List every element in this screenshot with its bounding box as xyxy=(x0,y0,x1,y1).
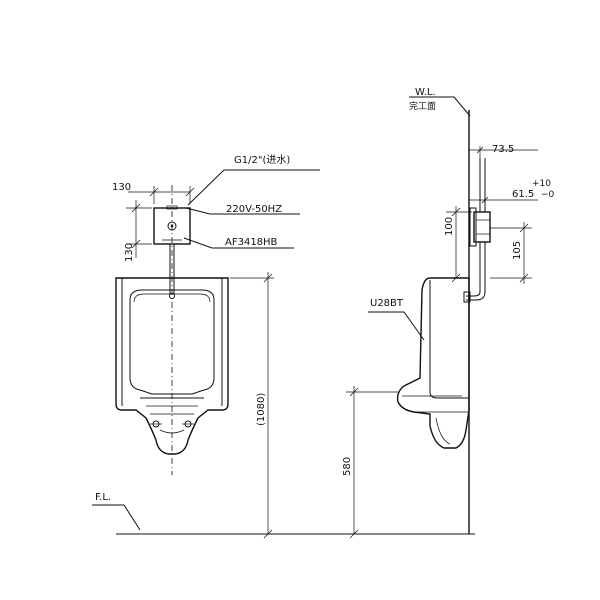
urinal-side-body xyxy=(396,277,470,449)
callout-valve-model: AF3418HB xyxy=(183,237,294,249)
power-label: 220V-50HZ xyxy=(226,204,282,215)
front-view xyxy=(115,185,229,475)
dim-1080: (1080) xyxy=(230,272,274,539)
dim-580: 580 xyxy=(342,386,398,539)
callout-pipe-thread: G1/2"(进水) xyxy=(187,154,320,206)
dim-580-text: 580 xyxy=(342,457,353,476)
flush-valve-box xyxy=(153,207,191,245)
dim-100: 100 xyxy=(444,206,472,283)
urinal-model-label: U28BT xyxy=(370,298,404,309)
wall-level-sub-label: 完工面 xyxy=(409,100,436,112)
urinal-front-body xyxy=(115,277,229,455)
side-view xyxy=(396,110,491,534)
dim-73-5-text: 73.5 xyxy=(492,144,514,155)
dim-130-h-text: 130 xyxy=(112,182,131,193)
dim-61-5: 61.5 +10 −0 xyxy=(469,179,555,206)
dim-130-v-text: 130 xyxy=(124,243,135,262)
wall-level-marker: W.L. 完工面 xyxy=(409,87,471,117)
tolerance-plus: +10 xyxy=(532,179,551,189)
dim-1080-text: (1080) xyxy=(256,393,267,426)
floor-level-marker: F.L. xyxy=(92,492,141,531)
floor-level-label: F.L. xyxy=(95,492,111,503)
dim-105: 105 xyxy=(490,222,532,284)
dim-130-horizontal: 130 xyxy=(112,182,195,204)
dim-100-text: 100 xyxy=(444,217,455,236)
wall-level-label: W.L. xyxy=(415,87,436,98)
valve-model-label: AF3418HB xyxy=(225,237,278,248)
callout-urinal-model: U28BT xyxy=(368,298,425,341)
dim-105-text: 105 xyxy=(512,241,523,260)
dim-61-5-text: 61.5 xyxy=(512,189,534,200)
pipe-thread-label: G1/2"(进水) xyxy=(234,154,290,166)
tolerance-minus: −0 xyxy=(541,190,555,200)
dim-130-vertical: 130 xyxy=(124,200,152,262)
dim-73-5: 73.5 xyxy=(469,144,538,158)
callout-power: 220V-50HZ xyxy=(185,204,300,215)
